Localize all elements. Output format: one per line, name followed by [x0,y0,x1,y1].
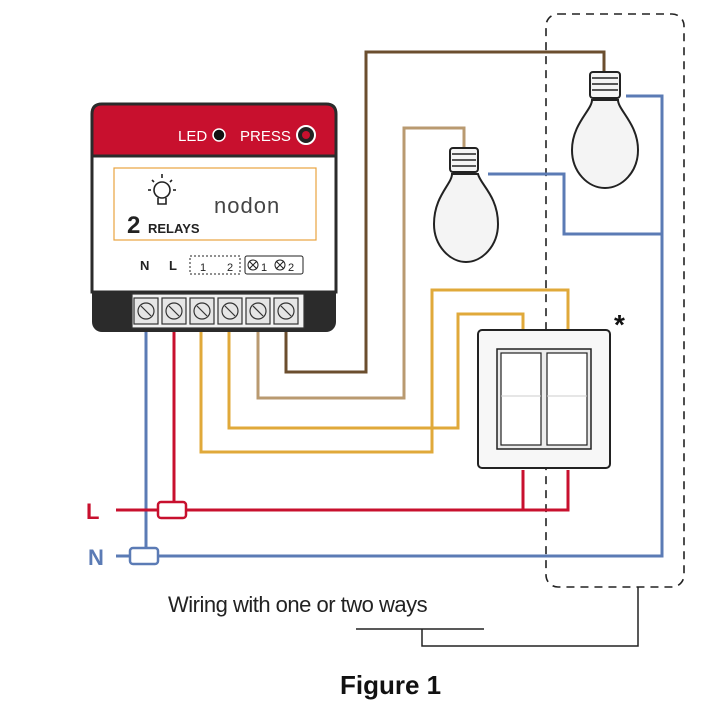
lamp-output-icon [247,259,286,271]
optional-wiring-box [545,13,685,588]
lamp2-wire [256,126,466,400]
relays-label: RELAYS [148,221,200,236]
relay-module: LED PRESS 2 RELAYS nodon N L 1 2 1 2 [90,102,338,332]
caption-text: Wiring with one or two ways [168,592,428,617]
terminal-label-l: L [169,258,177,273]
live-wire [116,470,570,512]
asterisk-label: * [614,309,625,340]
terminal-block [131,284,305,329]
led-label: LED [178,128,207,145]
neutral-label: N [88,545,104,570]
switch-wire-2 [227,312,525,430]
lamp-outputs-bracket [244,255,304,275]
module-header [90,102,338,158]
lightbulb-icon [570,71,640,190]
neutral-connector [128,546,160,566]
lightbulb-icon [432,147,500,264]
press-label: PRESS [240,128,291,145]
terminal-label-s1: 1 [200,262,206,274]
terminal-label-n: N [140,258,149,273]
switch-inputs-bracket [189,255,241,275]
live-connector [156,500,188,520]
lamp1-wire [284,50,606,374]
brand-logo: nodon [214,193,280,218]
neutral-wire-lamp2 [488,172,662,236]
switch-wire-1 [199,288,570,454]
terminal-label-o1: 1 [261,262,267,274]
double-switch [477,329,611,469]
caption-pointer [356,587,639,647]
figure-title: Figure 1 [340,670,441,700]
terminal-label-o2: 2 [288,262,294,274]
terminal-label-s2: 2 [227,262,233,274]
live-label: L [86,499,99,524]
neutral-wire [116,94,664,558]
press-button-center [302,131,310,139]
relay-count: 2 [127,212,140,239]
led-indicator [212,128,226,142]
label-panel [113,167,317,241]
lightbulb-icon [148,174,176,205]
